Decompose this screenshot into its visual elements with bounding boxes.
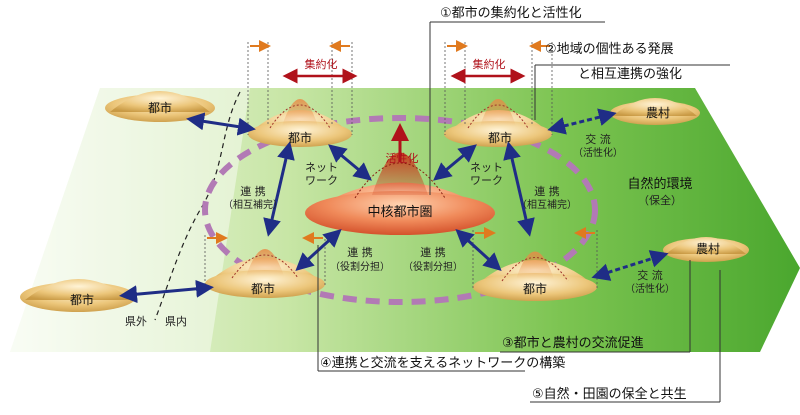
label-village-top: 農村: [646, 106, 670, 120]
label-roles-bottom-right: （役割分担）: [403, 260, 463, 273]
label-core-city: 中核都市圏: [367, 204, 432, 220]
label-city-outer-bottom: 都市: [70, 292, 94, 307]
label-exchange-top: 交 流: [585, 132, 611, 146]
label-activation: 活性化: [386, 151, 419, 165]
label-cooperation-bottom-right: 連 携: [420, 245, 446, 259]
label-inside-prefecture: 県内: [165, 314, 187, 328]
label-city-top-left: 都市: [288, 130, 312, 145]
label-exchange-bottom: 交 流: [637, 268, 663, 282]
callout-5: ⑤自然・田園の保全と共生: [532, 386, 687, 402]
callout-3: ③都市と農村の交流促進: [502, 335, 644, 351]
label-village-bottom: 農村: [696, 242, 720, 256]
label-city-bottom-right: 都市: [523, 281, 547, 296]
label-cooperation-left: 連 携: [240, 184, 266, 198]
callout-2a: ②地域の個性ある発展: [545, 42, 674, 57]
label-concentration-left: 集約化: [305, 57, 338, 71]
label-city-top-right: 都市: [488, 130, 512, 145]
label-conservation: （保全）: [638, 193, 682, 207]
label-complement-right: （相互補完）: [517, 198, 577, 211]
label-network-right-2: ワーク: [470, 174, 503, 187]
label-cooperation-right: 連 携: [534, 184, 560, 198]
label-cooperation-bottom-left: 連 携: [347, 245, 373, 259]
callout-4: ④連携と交流を支えるネットワークの構築: [320, 355, 565, 371]
label-network-right-1: ネット: [470, 161, 503, 174]
label-network-left-1: ネット: [305, 161, 338, 174]
callout-2b: と相互連携の強化: [578, 66, 682, 82]
label-natural-environment: 自然的環境: [627, 176, 692, 192]
label-outside-prefecture: 県外: [125, 315, 147, 328]
callout-1: ①都市の集約化と活性化: [440, 5, 582, 21]
label-city-outer-top: 都市: [148, 100, 172, 115]
label-exchange-activation-bottom: （活性化）: [625, 282, 675, 295]
label-concentration-right: 集約化: [473, 57, 506, 71]
label-city-bottom-left: 都市: [251, 281, 275, 296]
label-complement-left: （相互補完）: [223, 198, 283, 211]
label-exchange-activation-top: （活性化）: [573, 146, 623, 159]
label-network-left-2: ワーク: [305, 174, 338, 187]
label-roles-bottom-left: （役割分担）: [330, 260, 390, 273]
